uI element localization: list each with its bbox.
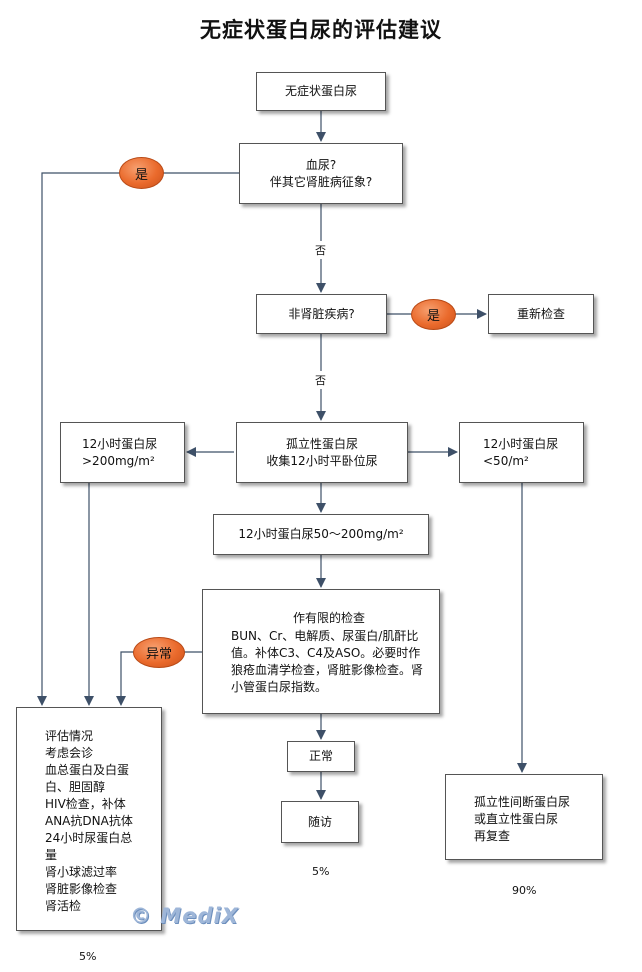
evaluate-line-3: 血总蛋白及白蛋白、胆固醇 [45, 763, 130, 794]
high-line-2: >200mg/m² [82, 454, 155, 468]
node-followup: 随访 [281, 801, 359, 843]
node-high-proteinuria: 12小时蛋白尿 >200mg/m² [60, 422, 185, 483]
yes-pill-hematuria: 是 [119, 157, 164, 189]
percent-evaluate: 5% [79, 950, 97, 963]
node-intermittent-proteinuria: 孤立性间断蛋白尿 或直立性蛋白尿 再复查 [445, 774, 603, 860]
node-nonrenal-question: 非肾脏疾病? [256, 294, 387, 334]
node-retest: 重新检查 [488, 294, 594, 334]
evaluate-line-5: 24小时尿蛋白总量 [45, 831, 133, 862]
medix-watermark: © MediX [130, 904, 239, 928]
low-line-2: <50/m² [483, 454, 529, 468]
intermittent-line-2: 或直立性蛋白尿 [474, 812, 559, 826]
page-title: 无症状蛋白尿的评估建议 [200, 18, 442, 42]
abnormal-pill: 异常 [133, 637, 185, 668]
node-asymptomatic-proteinuria: 无症状蛋白尿 [256, 72, 386, 111]
evaluate-line-2: 考虑会诊 [45, 746, 94, 760]
limited-body: BUN、Cr、电解质、尿蛋白/肌酐比值。补体C3、C4及ASO。必要时作狼疮血清… [231, 629, 424, 694]
no-label-2: 否 [315, 371, 326, 389]
evaluate-line-4: HIV检查，补体ANA抗DNA抗体 [45, 797, 133, 828]
hematuria-line-1: 血尿? [305, 157, 337, 172]
evaluate-line-7: 肾脏影像检查 [45, 882, 118, 896]
node-hematuria-question: 血尿? 伴其它肾脏病征象? [239, 143, 403, 204]
evaluate-line-1: 评估情况 [45, 729, 94, 743]
hematuria-line-2: 伴其它肾脏病征象? [269, 174, 373, 189]
node-limited-tests: 作有限的检查 BUN、Cr、电解质、尿蛋白/肌酐比值。补体C3、C4及ASO。必… [202, 589, 440, 714]
no-label-1: 否 [315, 241, 326, 259]
isolated-line-1: 孤立性蛋白尿 [285, 436, 358, 451]
low-line-1: 12小时蛋白尿 [483, 437, 559, 451]
limited-title: 作有限的检查 [292, 611, 365, 625]
intermittent-line-3: 再复查 [474, 829, 511, 843]
node-mid-proteinuria: 12小时蛋白尿50～200mg/m² [213, 514, 429, 555]
node-isolated-proteinuria: 孤立性蛋白尿 收集12小时平卧位尿 [236, 422, 408, 483]
edge-q1-yes [37, 172, 239, 706]
node-evaluate: 评估情况 考虑会诊 血总蛋白及白蛋白、胆固醇 HIV检查，补体ANA抗DNA抗体… [16, 707, 162, 931]
yes-pill-nonrenal: 是 [411, 299, 456, 330]
evaluate-line-6: 肾小球滤过率 [45, 865, 118, 879]
percent-followup: 5% [312, 865, 330, 878]
intermittent-line-1: 孤立性间断蛋白尿 [474, 795, 571, 809]
percent-intermittent: 90% [512, 884, 537, 897]
high-line-1: 12小时蛋白尿 [82, 437, 158, 451]
evaluate-line-8: 肾活检 [45, 899, 82, 913]
node-normal: 正常 [287, 741, 355, 772]
node-low-proteinuria: 12小时蛋白尿 <50/m² [459, 422, 584, 483]
isolated-line-2: 收集12小时平卧位尿 [266, 453, 378, 468]
